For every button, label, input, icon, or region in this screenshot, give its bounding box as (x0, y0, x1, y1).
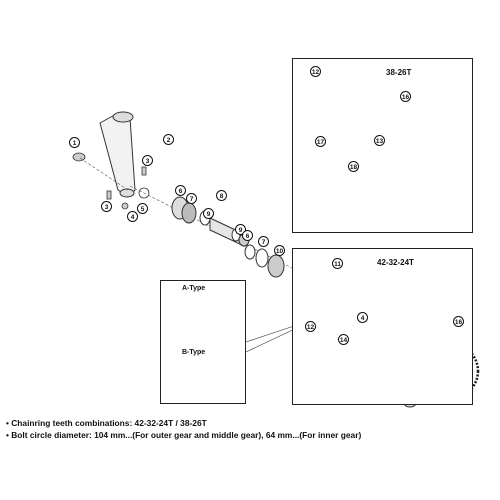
type-label-b: B-Type (182, 349, 206, 356)
part-callout: 11 (332, 258, 343, 269)
part-callout: 1 (69, 137, 80, 148)
note-bolt-circle-diameter: • Bolt circle diameter: 104 mm...(For ou… (6, 430, 362, 440)
part-callout: 7 (258, 236, 269, 247)
part-callout: 9 (235, 224, 246, 235)
set-label-38-26t: 38-26T (386, 68, 412, 77)
part-callout: 17 (315, 136, 326, 147)
type-detail-frame (160, 280, 246, 404)
set-label-42-32-24t: 42-32-24T (377, 258, 414, 267)
part-callout: 6 (175, 185, 186, 196)
part-callout: 9 (203, 208, 214, 219)
type-label-a: A-Type (182, 285, 206, 292)
part-callout: 3 (142, 155, 153, 166)
part-callout: 6 (242, 230, 253, 241)
part-callout: 12 (305, 321, 316, 332)
part-callout: 16 (453, 316, 464, 327)
part-callout: 5 (137, 203, 148, 214)
set-42-32-24t-frame (292, 248, 473, 405)
part-callout: 4 (127, 211, 138, 222)
part-callout: 12 (310, 66, 321, 77)
part-callout: 10 (274, 245, 285, 256)
part-callout: 4 (357, 312, 368, 323)
part-callout: 18 (348, 161, 359, 172)
part-callout: 7 (186, 193, 197, 204)
spec-notes: • Chainring teeth combinations: 42-32-24… (6, 417, 496, 441)
part-callout: 14 (338, 334, 349, 345)
part-callout: 13 (374, 135, 385, 146)
part-callout: 16 (400, 91, 411, 102)
part-callout: 2 (163, 134, 174, 145)
left-crank-arm (99, 111, 136, 198)
part-callout: 3 (101, 201, 112, 212)
part-callout: 8 (216, 190, 227, 201)
note-teeth-combinations: • Chainring teeth combinations: 42-32-24… (6, 418, 207, 428)
